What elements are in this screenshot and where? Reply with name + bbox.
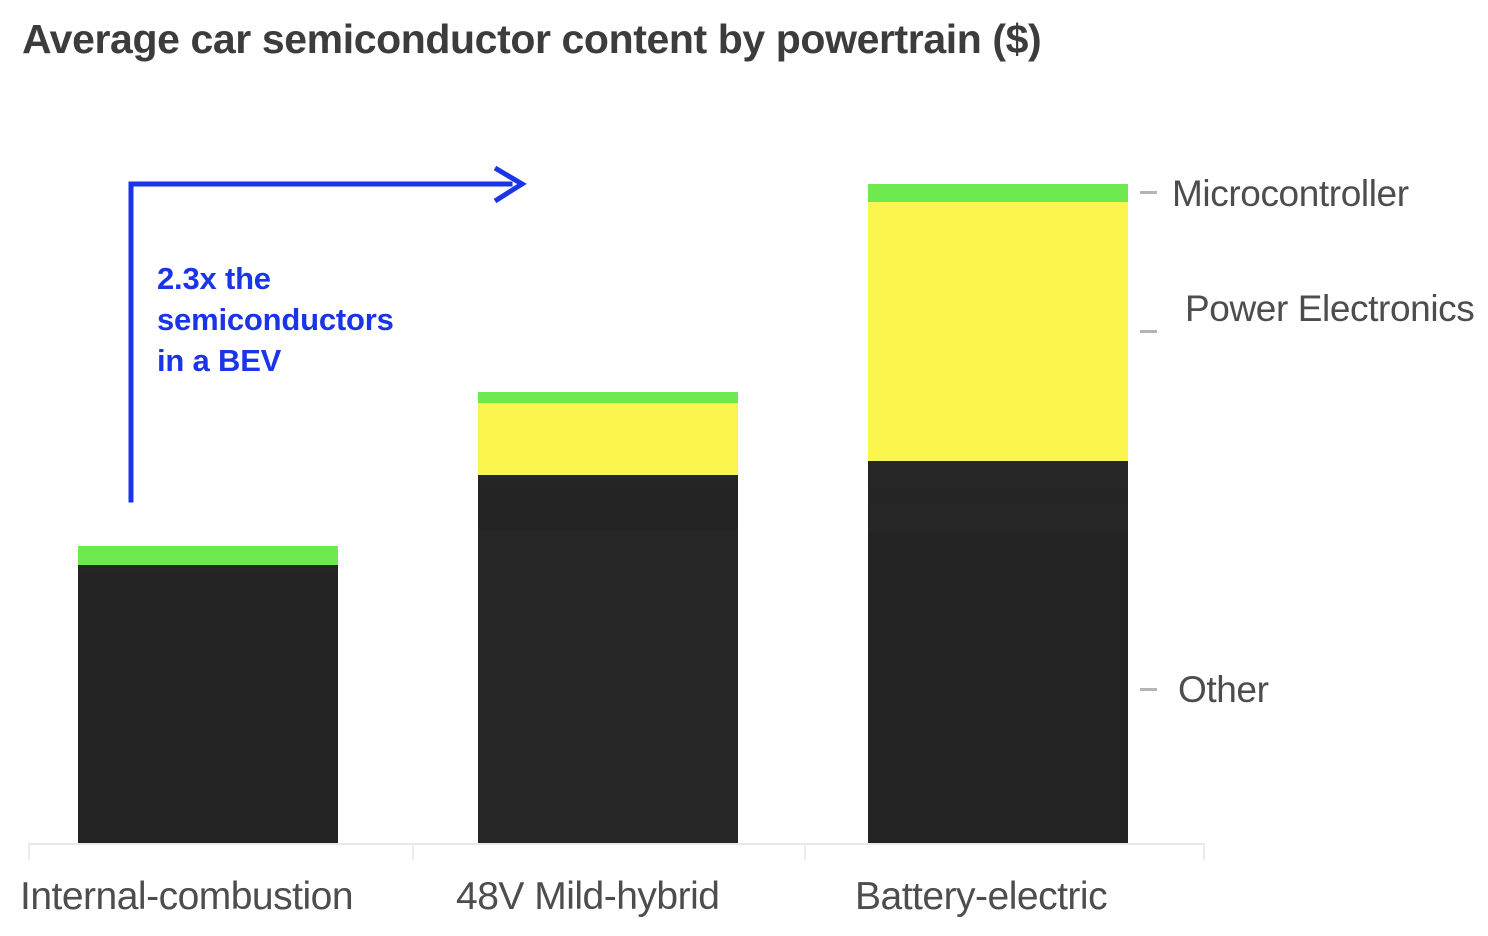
axis-tick-2: [804, 844, 806, 860]
annotation-line-3: in a BEV: [157, 343, 282, 378]
annotation-line-1: 2.3x the: [157, 261, 271, 296]
legend-tick-power-electronics: [1140, 330, 1157, 333]
x-label-48v-mild-hybrid: 48V Mild-hybrid: [456, 875, 720, 918]
bar-segment-other-sub-1[interactable]: [78, 565, 338, 572]
bar-segment-other-sub-1[interactable]: [478, 475, 738, 481]
annotation-line-2: semiconductors: [157, 302, 394, 337]
page-title: Average car semiconductor content by pow…: [22, 16, 1042, 62]
legend-tick-microcontroller: [1140, 191, 1157, 194]
axis-tick-start: [28, 844, 30, 860]
bar-segment-other-sub-3[interactable]: [868, 503, 1128, 532]
bar-segment-microcontroller[interactable]: [868, 184, 1128, 202]
bar-segment-microcontroller[interactable]: [78, 546, 338, 565]
bar-segment-other-sub-1[interactable]: [868, 461, 1128, 489]
legend-label-microcontroller[interactable]: Microcontroller: [1172, 173, 1409, 214]
annotation-text: 2.3x the semiconductors in a BEV: [157, 258, 517, 381]
bar-segment-other-sub-2[interactable]: [478, 481, 738, 530]
axis-tick-1: [412, 844, 414, 860]
legend-tick-other: [1140, 688, 1157, 691]
bar-segment-other-sub-2[interactable]: [868, 489, 1128, 503]
x-label-battery-electric: Battery-electric: [855, 875, 1108, 918]
bar-segment-power-electronics[interactable]: [868, 202, 1128, 461]
legend-label-other[interactable]: Other: [1178, 669, 1269, 710]
bar-segment-other-sub-4[interactable]: [868, 532, 1128, 843]
bar-segment-power-electronics[interactable]: [478, 403, 738, 475]
bar-segment-microcontroller[interactable]: [478, 392, 738, 403]
bar-segment-other-sub-2[interactable]: [78, 572, 338, 843]
legend-label-power-electronics[interactable]: Power Electronics: [1185, 285, 1475, 333]
x-label-internal-combustion: Internal-combustion: [20, 875, 354, 918]
legend-label-power-electronics-line1: Power: [1185, 288, 1288, 329]
bar-segment-other-sub-3[interactable]: [478, 530, 738, 843]
legend-label-power-electronics-line2: Electronics: [1297, 288, 1475, 329]
axis-tick-end: [1203, 844, 1205, 860]
x-axis-line: [28, 843, 1205, 845]
